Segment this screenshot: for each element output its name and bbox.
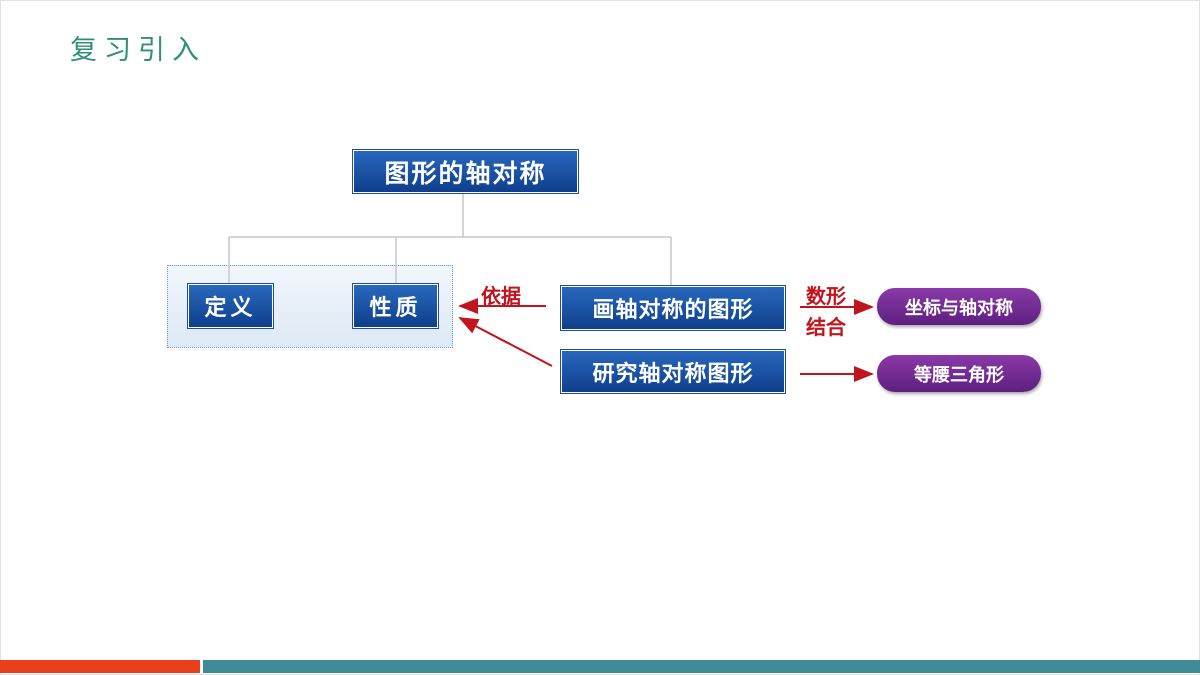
draw-box: 画轴对称的图形: [561, 286, 785, 330]
definition-box: 定义: [188, 284, 273, 328]
page-title: 复习引入: [70, 35, 206, 66]
isosceles-triangle-pill: 等腰三角形: [877, 355, 1041, 392]
study-to-property-arrow: [458, 317, 553, 367]
basis-label: 依据: [481, 284, 521, 308]
root-box: 图形的轴对称: [353, 150, 578, 193]
coords-symmetry-pill: 坐标与轴对称: [877, 288, 1041, 325]
study-box: 研究轴对称图形: [561, 350, 785, 393]
combine-label-top: 数形: [806, 284, 846, 308]
property-box: 性质: [353, 284, 438, 328]
combine-label-bottom: 结合: [806, 315, 846, 339]
footer-bar-red: [0, 660, 200, 673]
footer-bar-teal: [203, 660, 1200, 673]
